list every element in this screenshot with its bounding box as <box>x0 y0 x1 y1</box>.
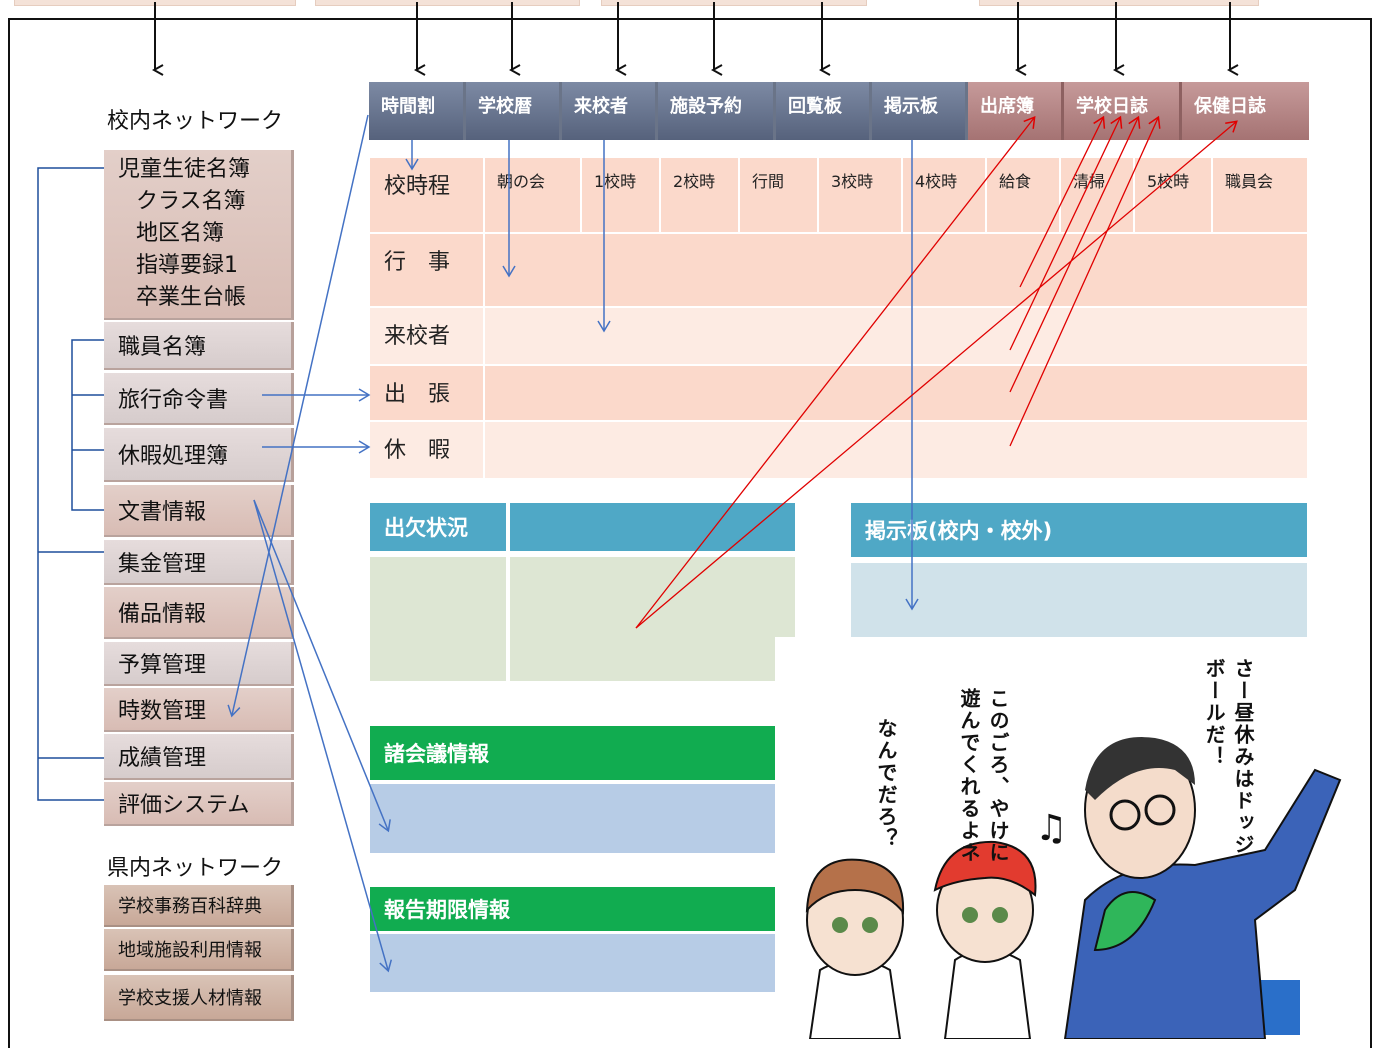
tab-facility-booking[interactable]: 施設予約 <box>658 82 776 140</box>
tab-visitors[interactable]: 来校者 <box>562 82 658 140</box>
meetings-body <box>370 784 775 853</box>
leave-label: 休 暇 <box>370 422 485 478</box>
teacher-figure <box>1063 737 1342 1039</box>
period-cell: 行間 <box>740 158 819 232</box>
attendance-cell <box>510 557 795 637</box>
top-box <box>315 0 580 6</box>
tab-circular[interactable]: 回覧板 <box>776 82 872 140</box>
collection-mgmt-button[interactable]: 集金管理 <box>104 540 294 585</box>
local-facility-info-button[interactable]: 地域施設利用情報 <box>104 929 294 971</box>
reports-body <box>370 934 775 992</box>
meetings-header: 諸会議情報 <box>370 726 775 780</box>
student-roster-group[interactable]: 児童生徒名簿 クラス名簿 地区名簿 指導要録1 卒業生台帳 <box>104 150 294 320</box>
schedule-header-row: 校時程 朝の会 1校時 2校時 行間 3校時 4校時 給食 清掃 5校時 職員会 <box>370 158 1307 232</box>
function-tabs: 時間割 学校暦 来校者 施設予約 回覧板 掲示板 出席簿 学校日誌 保健日誌 <box>369 82 1309 140</box>
school-support-personnel-button[interactable]: 学校支援人材情報 <box>104 975 294 1021</box>
tab-attendance-register[interactable]: 出席簿 <box>968 82 1064 140</box>
business-trip-label: 出 張 <box>370 366 485 420</box>
leave-row: 休 暇 <box>370 422 1307 478</box>
school-affairs-encyclopedia-button[interactable]: 学校事務百科辞典 <box>104 885 294 927</box>
bulletin-header: 掲示板(校内・校外) <box>851 503 1307 557</box>
budget-mgmt-button[interactable]: 予算管理 <box>104 642 294 686</box>
attendance-header-fill <box>510 503 795 551</box>
boy-figure <box>933 840 1037 1039</box>
cartoon-illustration: ♫ <box>805 737 1342 1039</box>
visitors-row: 来校者 <box>370 308 1307 364</box>
grades-mgmt-button[interactable]: 成績管理 <box>104 734 294 780</box>
reports-header: 報告期限情報 <box>370 887 775 931</box>
red-arrows <box>635 115 1238 629</box>
equipment-info-button[interactable]: 備品情報 <box>104 587 294 639</box>
tab-timetable[interactable]: 時間割 <box>369 82 466 140</box>
tab-school-calendar[interactable]: 学校暦 <box>466 82 562 140</box>
school-network-label: 校内ネットワーク <box>107 109 284 134</box>
student-roster-button[interactable]: 児童生徒名簿 <box>118 157 251 182</box>
teacher-speech: さー昼休みはドッジボールだ！ <box>1202 658 1255 856</box>
top-box <box>979 0 1259 6</box>
attendance-header: 出欠状況 <box>370 503 508 551</box>
girl-speech: なんでだろ？ <box>874 718 898 850</box>
period-cell: 給食 <box>987 158 1061 232</box>
tab-health-diary[interactable]: 保健日誌 <box>1182 82 1309 140</box>
period-cell: 清掃 <box>1061 158 1135 232</box>
tree-brackets <box>37 167 104 801</box>
period-cell: 2校時 <box>661 158 740 232</box>
period-cell: 4校時 <box>903 158 987 232</box>
period-cell: 3校時 <box>819 158 903 232</box>
pref-network-label: 県内ネットワーク <box>107 856 284 881</box>
schedule-label: 校時程 <box>370 158 485 232</box>
events-label: 行 事 <box>370 234 485 306</box>
boy-speech: このごろ、やけに遊んでくれるよネ <box>957 688 1010 864</box>
music-note-icon: ♫ <box>1035 808 1067 849</box>
leave-record-button[interactable]: 休暇処理簿 <box>104 428 294 482</box>
graduate-ledger-button[interactable]: 卒業生台帳 <box>136 285 247 310</box>
top-arrows <box>155 2 1230 70</box>
class-roster-button[interactable]: クラス名簿 <box>136 189 246 214</box>
attendance-cell <box>370 557 508 681</box>
business-trip-row: 出 張 <box>370 366 1307 420</box>
blue-arrows <box>227 114 919 973</box>
period-cell: 5校時 <box>1135 158 1213 232</box>
outer-frame <box>8 18 1372 1048</box>
bulletin-body <box>851 563 1307 637</box>
staff-roster-button[interactable]: 職員名簿 <box>104 322 294 370</box>
tab-bulletin-board[interactable]: 掲示板 <box>872 82 968 140</box>
attendance-cell <box>510 637 775 681</box>
tab-school-diary[interactable]: 学校日誌 <box>1064 82 1182 140</box>
evaluation-system-button[interactable]: 評価システム <box>104 782 294 826</box>
visitors-label: 来校者 <box>370 308 485 364</box>
girl-figure <box>805 858 905 1039</box>
hours-mgmt-button[interactable]: 時数管理 <box>104 688 294 732</box>
district-roster-button[interactable]: 地区名簿 <box>136 221 225 246</box>
travel-order-button[interactable]: 旅行命令書 <box>104 373 294 425</box>
guidance-record-button[interactable]: 指導要録1 <box>136 253 238 278</box>
period-cell: 職員会 <box>1225 172 1274 191</box>
events-row: 行 事 <box>370 234 1307 306</box>
top-box <box>601 0 867 6</box>
